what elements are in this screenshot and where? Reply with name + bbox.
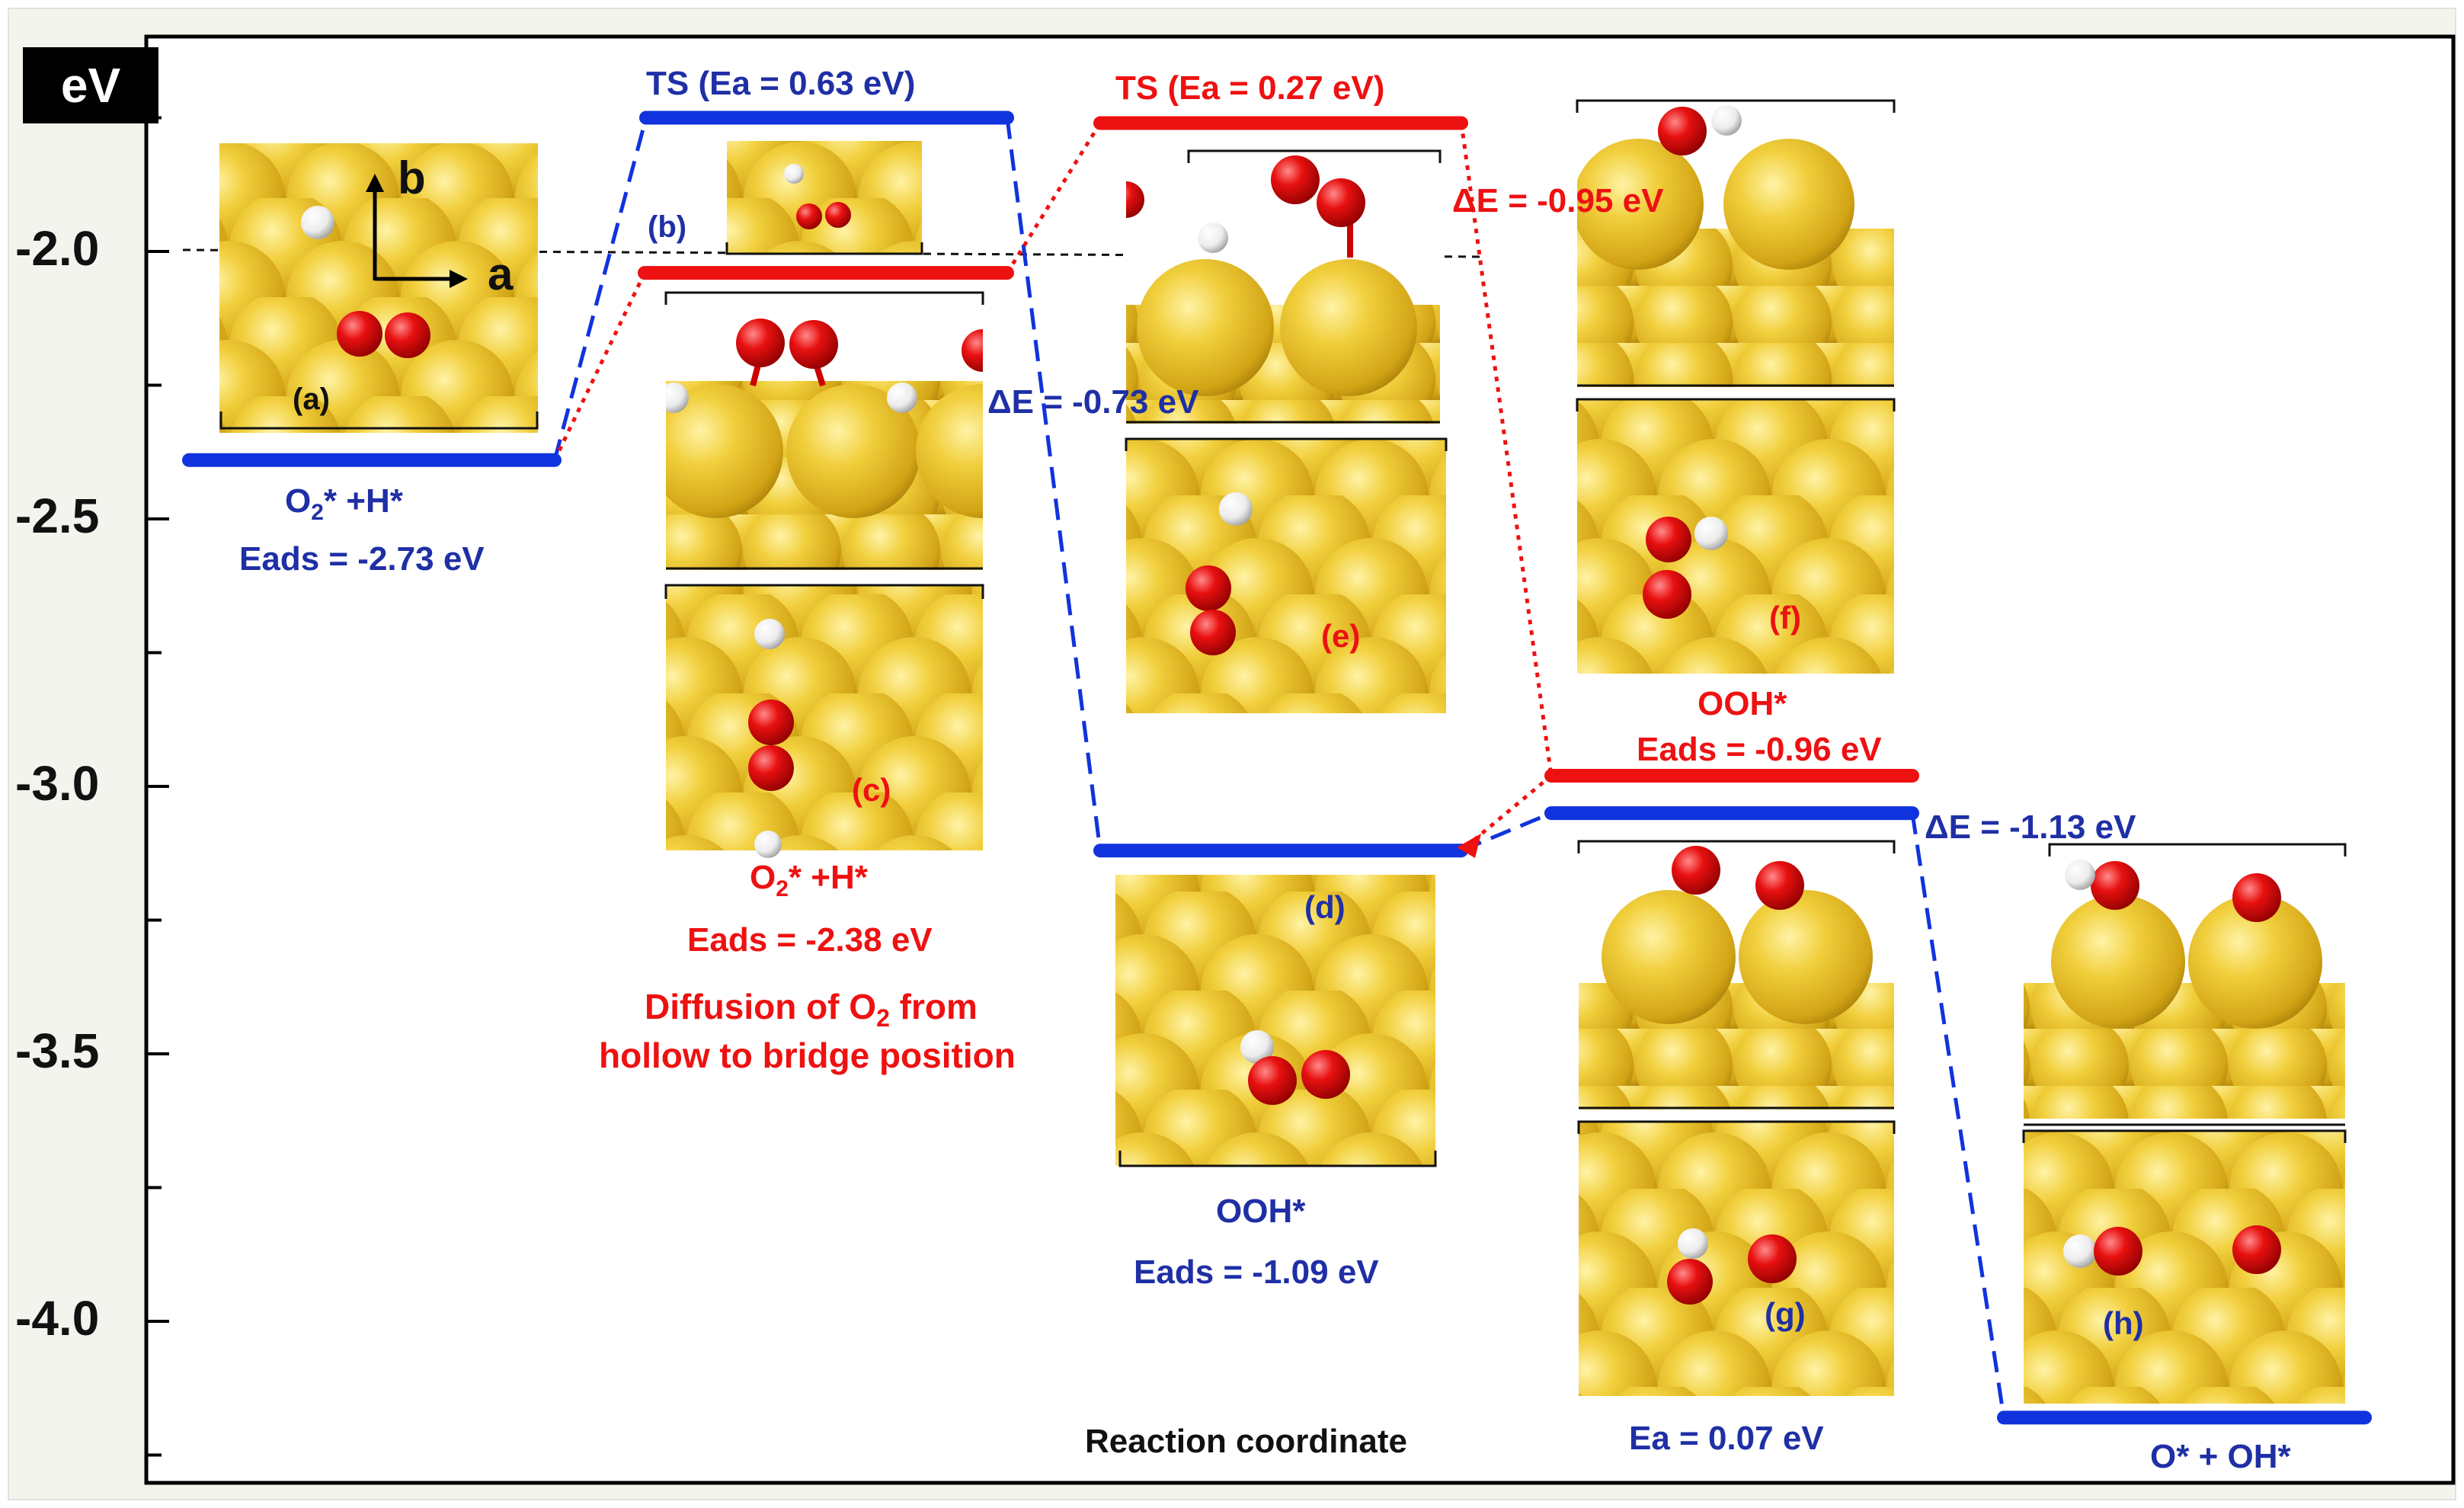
y-tick-label: -4.0 <box>15 1291 100 1346</box>
hydrogen-atom <box>754 619 785 649</box>
oxygen-atom <box>1248 1056 1297 1105</box>
oxygen-atom <box>385 312 430 358</box>
snapshot-c <box>666 585 983 850</box>
species-a: O2* +H* <box>285 482 403 525</box>
hydrogen-atom <box>754 831 782 858</box>
panel-bracket <box>1187 149 1442 163</box>
snapshot-b-side <box>666 293 983 570</box>
delta-e-blue-label-1: ΔE = -0.73 eV <box>987 383 1199 421</box>
snapshot-f-side <box>1577 101 1894 387</box>
red-connector-b-ts <box>1005 122 1102 274</box>
snapshot-g-side <box>1579 841 1894 1109</box>
oxygen-atom <box>2232 1225 2281 1274</box>
diffusion-note-line2: hollow to bridge position <box>599 1036 1016 1075</box>
oxygen-atom <box>1301 1050 1350 1099</box>
hydrogen-atom <box>1678 1228 1708 1259</box>
oxygen-atom <box>2094 1227 2142 1276</box>
eads-c: Eads = -2.38 eV <box>687 921 933 959</box>
eads-a: Eads = -2.73 eV <box>239 540 485 578</box>
y-tick-label: -2.0 <box>15 221 100 276</box>
panel-bracket <box>1577 1120 1896 1134</box>
panel-bracket <box>1576 398 1896 411</box>
red-connector-a-b <box>552 271 647 461</box>
axis-a-label: a <box>488 248 514 299</box>
panel-label-g: (g) <box>1765 1296 1806 1332</box>
hydrogen-atom <box>1219 492 1253 526</box>
y-axis-unit: eV <box>23 47 158 123</box>
oxygen-atom <box>1643 570 1691 619</box>
snapshot-h <box>2024 1131 2345 1404</box>
panel-bracket <box>1576 99 1896 113</box>
blue-connector-ts-d <box>1005 117 1102 851</box>
snapshot-e-side <box>1126 151 1440 424</box>
axis-b-label: b <box>398 152 426 203</box>
panel-label-c: (c) <box>852 772 891 808</box>
diffusion-note-line1: Diffusion of O2 from <box>645 987 978 1033</box>
panel-bracket <box>1125 437 1448 451</box>
y-tick-label: -3.5 <box>15 1023 100 1078</box>
snapshot-ts-blue <box>727 141 922 254</box>
panel-bracket <box>2048 843 2347 856</box>
ts-blue-label: TS (Ea = 0.63 eV) <box>646 65 916 102</box>
oxygen-atom <box>1667 1259 1713 1305</box>
blue-connector-a-ts <box>552 117 648 461</box>
hydrogen-atom <box>2063 1234 2097 1268</box>
red-connector-ts-f <box>1459 123 1554 776</box>
panel-label-d: (d) <box>1304 889 1346 925</box>
oxygen-atom <box>1748 1234 1797 1283</box>
snapshot-h-side <box>2024 844 2345 1119</box>
panel-label-f: (f) <box>1769 600 1801 636</box>
species-f: OOH* <box>1698 685 1787 722</box>
species-h: O* + OH* <box>2150 1438 2291 1475</box>
hydrogen-atom <box>1694 517 1728 550</box>
delta-e-blue-label-2: ΔE = -1.13 eV <box>1925 808 2136 846</box>
ts-red-label: TS (Ea = 0.27 eV) <box>1115 69 1385 107</box>
panel-bracket <box>664 291 984 305</box>
panel-label-h: (h) <box>2103 1305 2144 1341</box>
oxygen-atom <box>825 202 851 228</box>
panel-bracket <box>725 242 923 255</box>
arrow-head <box>1457 834 1481 858</box>
oxygen-atom <box>1646 517 1691 562</box>
snapshot-e <box>1126 439 1446 713</box>
eads-f: Eads = -0.96 eV <box>1637 731 1882 768</box>
panel-bracket <box>2022 1129 2347 1143</box>
x-axis-label: Reaction coordinate <box>1085 1423 1407 1460</box>
oxygen-atom <box>748 700 794 745</box>
y-axis-ticks <box>146 116 169 1457</box>
y-tick-label: -3.0 <box>15 756 100 811</box>
panel-label-a: (a) <box>293 383 330 416</box>
panel-bracket <box>1118 1151 1437 1167</box>
hydrogen-atom <box>784 164 804 184</box>
panel-label-e: (e) <box>1321 618 1361 654</box>
panel-bracket <box>1577 840 1896 853</box>
ea-g: Ea = 0.07 eV <box>1629 1420 1824 1457</box>
eads-d: Eads = -1.09 eV <box>1134 1253 1379 1291</box>
oxygen-atom <box>1190 610 1236 655</box>
oxygen-atom <box>748 745 794 791</box>
delta-e-red-label: ΔE = -0.95 eV <box>1452 182 1664 219</box>
panel-bracket <box>219 411 539 430</box>
blue-connector-g-h <box>1910 812 2006 1418</box>
snapshot-g <box>1579 1122 1894 1396</box>
species-d: OOH* <box>1216 1193 1306 1230</box>
energy-levels <box>182 110 2372 1425</box>
snapshot-f <box>1577 399 1894 674</box>
oxygen-atom <box>1186 565 1231 611</box>
oxygen-atom <box>796 203 822 229</box>
lattice-axes <box>366 174 468 288</box>
snapshot-d <box>1115 875 1435 1166</box>
panel-label-b: (b) <box>648 210 687 244</box>
panel-bracket <box>664 584 984 599</box>
hydrogen-atom <box>1240 1030 1274 1064</box>
oxygen-atom <box>337 311 382 357</box>
species-c: O2* +H* <box>750 859 868 901</box>
hydrogen-atom <box>301 206 334 239</box>
y-tick-label: -2.5 <box>15 488 100 543</box>
